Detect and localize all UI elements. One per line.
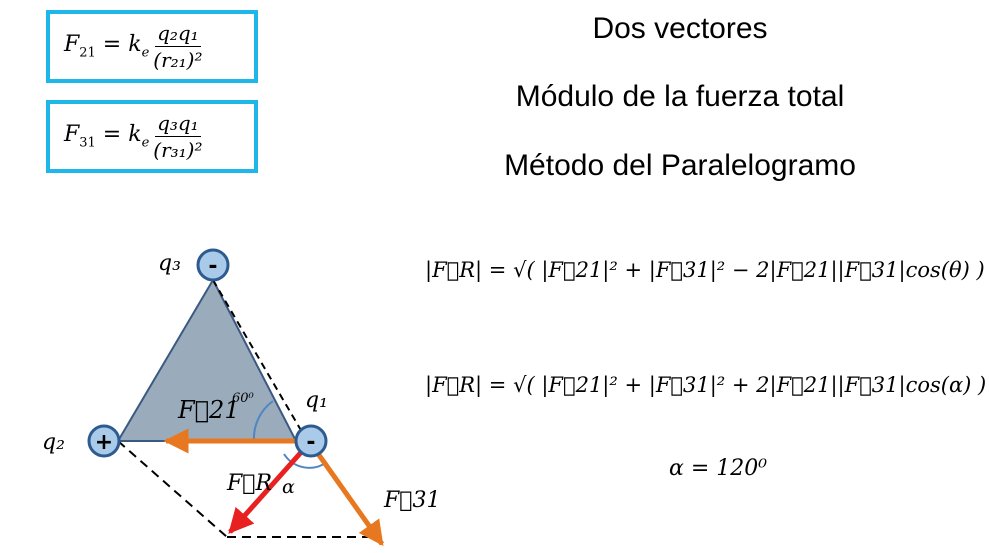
charge-q1: - (294, 424, 328, 458)
charge-q3: - (196, 248, 230, 282)
formula-resultant-theta: |F⃗R| = √( |F⃗21|² + |F⃗31|² − 2|F⃗21||F… (425, 258, 985, 282)
parallelogram-edge-left (117, 440, 228, 538)
title-dos-vectores: Dos vectores (592, 12, 768, 45)
vector-f31 (311, 446, 385, 547)
label-alpha: α (282, 476, 295, 498)
f21-lhs: F21 = ke (64, 32, 150, 61)
f21-denominator: (r₂₁)² (153, 47, 203, 72)
vector-fr (228, 447, 306, 534)
svg-text:-: - (306, 430, 315, 455)
label-f31: F⃗31 (383, 488, 440, 513)
angle-arc-alpha (283, 453, 328, 469)
label-f21: F⃗21 (177, 396, 240, 424)
formula-box-f21: F21 = ke q₂q₁ (r₂₁)² (46, 10, 258, 83)
triangle-dashed-edge (212, 279, 303, 433)
f21-fraction: q₂q₁ (r₂₁)² (153, 21, 202, 73)
alpha-value: α = 120⁰ (669, 456, 768, 481)
f31-fraction: q₃q₁ (r₃₁)² (153, 111, 202, 163)
label-q1: q₁ (305, 388, 328, 413)
label-angle-60: 60⁰ (232, 391, 255, 406)
title-metodo: Método del Paralelogramo (504, 149, 856, 182)
f31-lhs: F31 = ke (64, 122, 150, 151)
svg-text:-: - (208, 254, 217, 279)
f31-numerator: q₃q₁ (155, 110, 201, 137)
svg-text:+: + (95, 430, 113, 455)
charge-q2: + (87, 424, 121, 458)
f31-denominator: (r₃₁)² (153, 137, 203, 162)
angle-arc-60 (252, 400, 274, 442)
title-modulo: Módulo de la fuerza total (515, 80, 845, 113)
formula-resultant-alpha: |F⃗R| = √( |F⃗21|² + |F⃗31|² + 2|F⃗21||F… (425, 373, 987, 397)
label-q2: q₂ (42, 430, 65, 455)
f21-numerator: q₂q₁ (155, 20, 201, 47)
label-fr: F⃗R (226, 471, 272, 496)
formula-box-f31: F31 = ke q₃q₁ (r₃₁)² (46, 100, 258, 173)
label-q3: q₃ (158, 251, 181, 276)
